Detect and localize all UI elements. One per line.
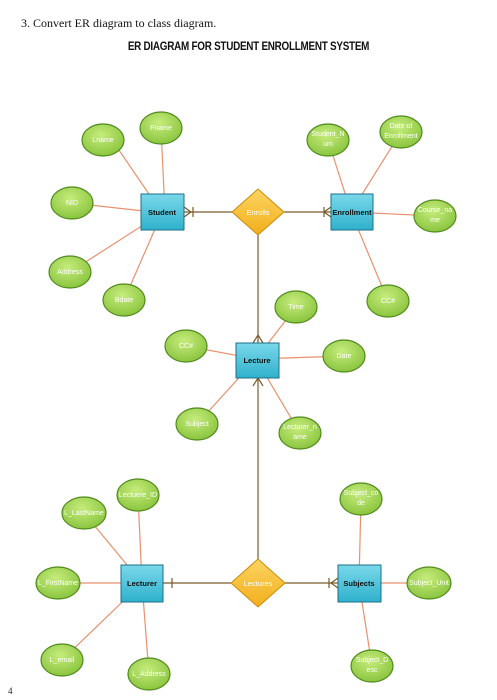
attribute-lastname: [61, 496, 107, 530]
attribute-nid: [50, 186, 94, 220]
attribute-student-num: [306, 123, 350, 157]
attribute-lecture-cc-label: CC#: [179, 343, 193, 350]
page-number: 4: [8, 686, 13, 696]
attribute-lecturer-id: [116, 478, 160, 512]
attribute-bdate: [102, 283, 146, 317]
attribute-lecturer-name-label-2: ame: [293, 434, 307, 441]
entity-subjects: Subjects: [337, 564, 382, 603]
attribute-subject: [175, 407, 219, 441]
attribute-lastname-label: L_LastName: [64, 510, 104, 517]
attribute-subject-code-label-2: de: [357, 500, 365, 507]
attribute-lecturer-name: [278, 416, 322, 450]
entity-lecturer-label: Lecturer: [127, 579, 157, 588]
attribute-subject-desc-label-1: Subject_D: [356, 657, 388, 664]
attribute-nid-label: NID: [66, 200, 78, 207]
attribute-date-of-enrollment: [379, 115, 423, 149]
entity-lecture-label: Lecture: [243, 356, 270, 365]
attribute-course-name-label-1: Course_na: [418, 207, 452, 214]
attribute-lecture-cc: [164, 329, 208, 363]
attribute-fname-label: Fname: [150, 125, 172, 132]
attribute-course-name: [413, 199, 457, 233]
attribute-subject-code-label-1: Subject_co: [344, 490, 379, 497]
attribute-email-label: L_email: [50, 657, 75, 664]
attribute-student-num-label-1: Student_N: [311, 131, 344, 138]
attribute-lname: [81, 123, 125, 157]
attribute-time-label: Time: [288, 304, 303, 311]
attribute-lname-label: Lname: [92, 137, 114, 144]
attribute-time: [274, 290, 318, 324]
entity-lecturer: Lecturer: [120, 564, 164, 603]
relationship-enrolls-label: Enrolls: [247, 208, 270, 217]
entity-subjects-label: Subjects: [343, 579, 374, 588]
attribute-enrollment-cc: [366, 284, 410, 318]
attribute-subject-desc: [350, 649, 394, 683]
attribute-lecturer-id-label: Lectuere_ID: [119, 492, 157, 499]
relationship-lectures: Lectures: [230, 558, 286, 608]
entity-student: Student: [140, 193, 185, 231]
attribute-firstname: [35, 566, 81, 600]
attribute-firstname-label: L_FirstName: [38, 580, 78, 587]
entity-student-label: Student: [148, 208, 176, 217]
diagram-title: ER DIAGRAM FOR STUDENT ENROLLMENT SYSTEM: [127, 41, 370, 53]
attribute-subject-label: Subject: [185, 421, 208, 428]
attribute-lecturer-address: [127, 657, 171, 691]
relationship-connectors: [163, 206, 339, 589]
attribute-lecturer-name-label-1: Lecturer_n: [283, 424, 317, 431]
attribute-date: [322, 339, 366, 373]
relationship-enrolls: Enrolls: [231, 188, 285, 236]
attribute-enrollment-cc-label: CC#: [381, 298, 395, 305]
attribute-subject-unit: [406, 566, 452, 600]
attribute-date-of-enrollment-label-1: Date of: [390, 123, 413, 130]
attribute-course-name-label-2: me: [430, 217, 440, 224]
relationship-lectures-label: Lectures: [244, 579, 273, 588]
attribute-subject-code: [339, 482, 383, 516]
question-text: 3. Convert ER diagram to class diagram.: [21, 16, 217, 30]
attribute-subject-desc-label-2: esc: [367, 667, 378, 674]
attribute-subject-unit-label: Subject_Unit: [409, 580, 449, 587]
attribute-email: [40, 643, 84, 677]
attribute-lecturer-address-label: L_Address: [132, 671, 166, 678]
entity-enrollment-label: Enrollment: [332, 208, 372, 217]
attribute-address-label: Address: [57, 269, 83, 276]
attribute-date-label: Date: [337, 353, 352, 360]
attribute-date-of-enrollment-label-2: Enrollment: [384, 133, 418, 140]
entity-lecture: Lecture: [235, 342, 280, 379]
entity-enrollment: Enrollment: [330, 193, 374, 231]
attribute-fname: [139, 111, 183, 145]
attribute-bdate-label: Bdate: [115, 297, 133, 304]
attribute-address: [48, 255, 92, 289]
attribute-student-num-label-2: um: [323, 141, 333, 148]
